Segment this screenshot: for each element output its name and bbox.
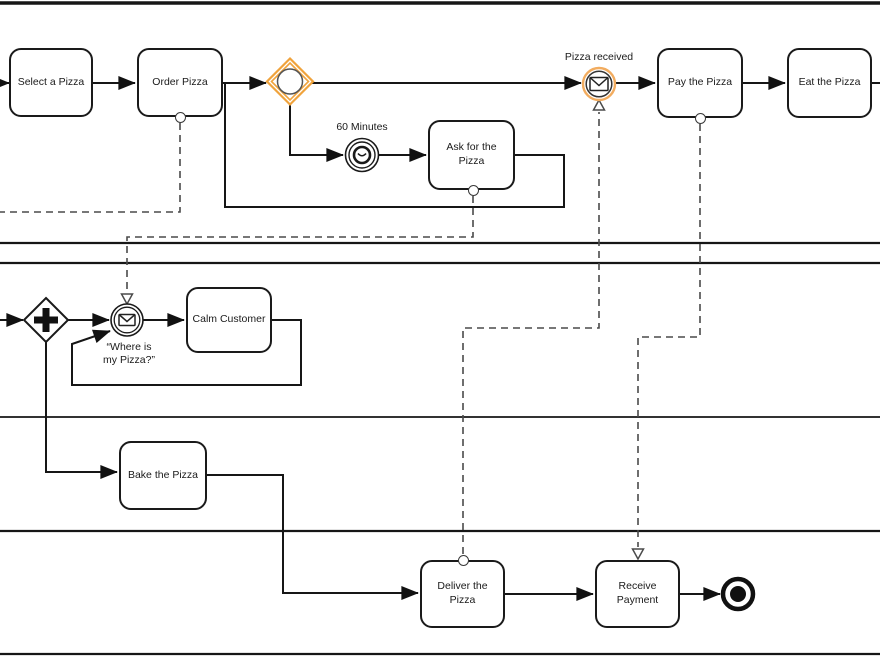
plus-icon (34, 308, 58, 332)
message-flow-pay-to-receive-payment[interactable] (637, 124, 701, 547)
flow-calm-customer-loop[interactable] (71, 319, 302, 386)
message-arrowhead-pizza-received (592, 98, 606, 111)
end-event[interactable] (720, 576, 756, 612)
message-flow-order-pizza-to-vendor[interactable] (0, 123, 181, 213)
message-flow-ask-to-where-event[interactable] (126, 196, 474, 293)
event-gateway-circle-icon (276, 68, 304, 95)
pizza-received-event-label: Pizza received (564, 51, 634, 63)
message-port-pay-pizza (694, 112, 706, 124)
flow-ask-loop-back-to-gateway[interactable] (224, 84, 565, 208)
message-port-deliver-pizza (457, 554, 469, 566)
task-label: Order Pizza (152, 75, 208, 88)
timer-event-label: 60 Minutes (336, 121, 388, 133)
task-label: Calm Customer (192, 313, 266, 326)
task-pay-the-pizza[interactable]: Pay the Pizza (657, 48, 743, 118)
task-calm-customer[interactable]: Calm Customer (186, 287, 272, 353)
task-label: Bake the Pizza (127, 468, 199, 481)
flow-parallel-gateway-to-bake[interactable] (45, 342, 118, 479)
task-ask-for-the-pizza[interactable]: Ask for the Pizza (428, 120, 515, 190)
clock-hands-icon (357, 152, 367, 157)
where-is-my-pizza-message-event[interactable] (110, 303, 144, 337)
message-port-order-pizza (174, 111, 186, 123)
flow-gateway-to-timer[interactable] (289, 104, 344, 162)
task-order-pizza[interactable]: Order Pizza (137, 48, 223, 117)
timer-intermediate-event[interactable] (344, 137, 380, 173)
envelope-icon (118, 313, 136, 327)
task-select-a-pizza[interactable]: Select a Pizza (9, 48, 93, 117)
task-label: Eat the Pizza (798, 76, 861, 89)
task-receive-payment[interactable]: Receive Payment (595, 560, 680, 628)
task-label: Select a Pizza (17, 75, 85, 88)
message-port-ask-pizza (467, 184, 479, 196)
pizza-received-message-event[interactable] (581, 66, 617, 102)
message-flow-arrowheads (120, 98, 645, 561)
message-flows (0, 112, 701, 554)
task-label: Pay the Pizza (667, 76, 733, 89)
event-gateway-inner-diamond (270, 61, 310, 102)
task-deliver-the-pizza[interactable]: Deliver the Pizza (420, 560, 505, 628)
message-flow-deliver-to-pizza-received[interactable] (462, 112, 600, 554)
sequence-flows (0, 76, 880, 601)
flow-bake-to-deliver[interactable] (207, 474, 419, 600)
task-label: Deliver the Pizza (437, 580, 488, 606)
parallel-gateway[interactable] (22, 296, 70, 344)
envelope-icon (589, 76, 609, 92)
task-eat-the-pizza[interactable]: Eat the Pizza (787, 48, 872, 118)
end-event-fill (730, 586, 746, 602)
task-label: Receive Payment (616, 580, 659, 606)
task-bake-the-pizza[interactable]: Bake the Pizza (119, 441, 207, 510)
message-arrowhead-receive-payment (631, 548, 645, 561)
message-arrowhead-where-event (120, 293, 134, 306)
task-label: Ask for the Pizza (446, 141, 497, 167)
where-is-my-pizza-label: “Where is my Pizza?” (103, 341, 155, 366)
event-based-gateway[interactable] (265, 56, 315, 107)
